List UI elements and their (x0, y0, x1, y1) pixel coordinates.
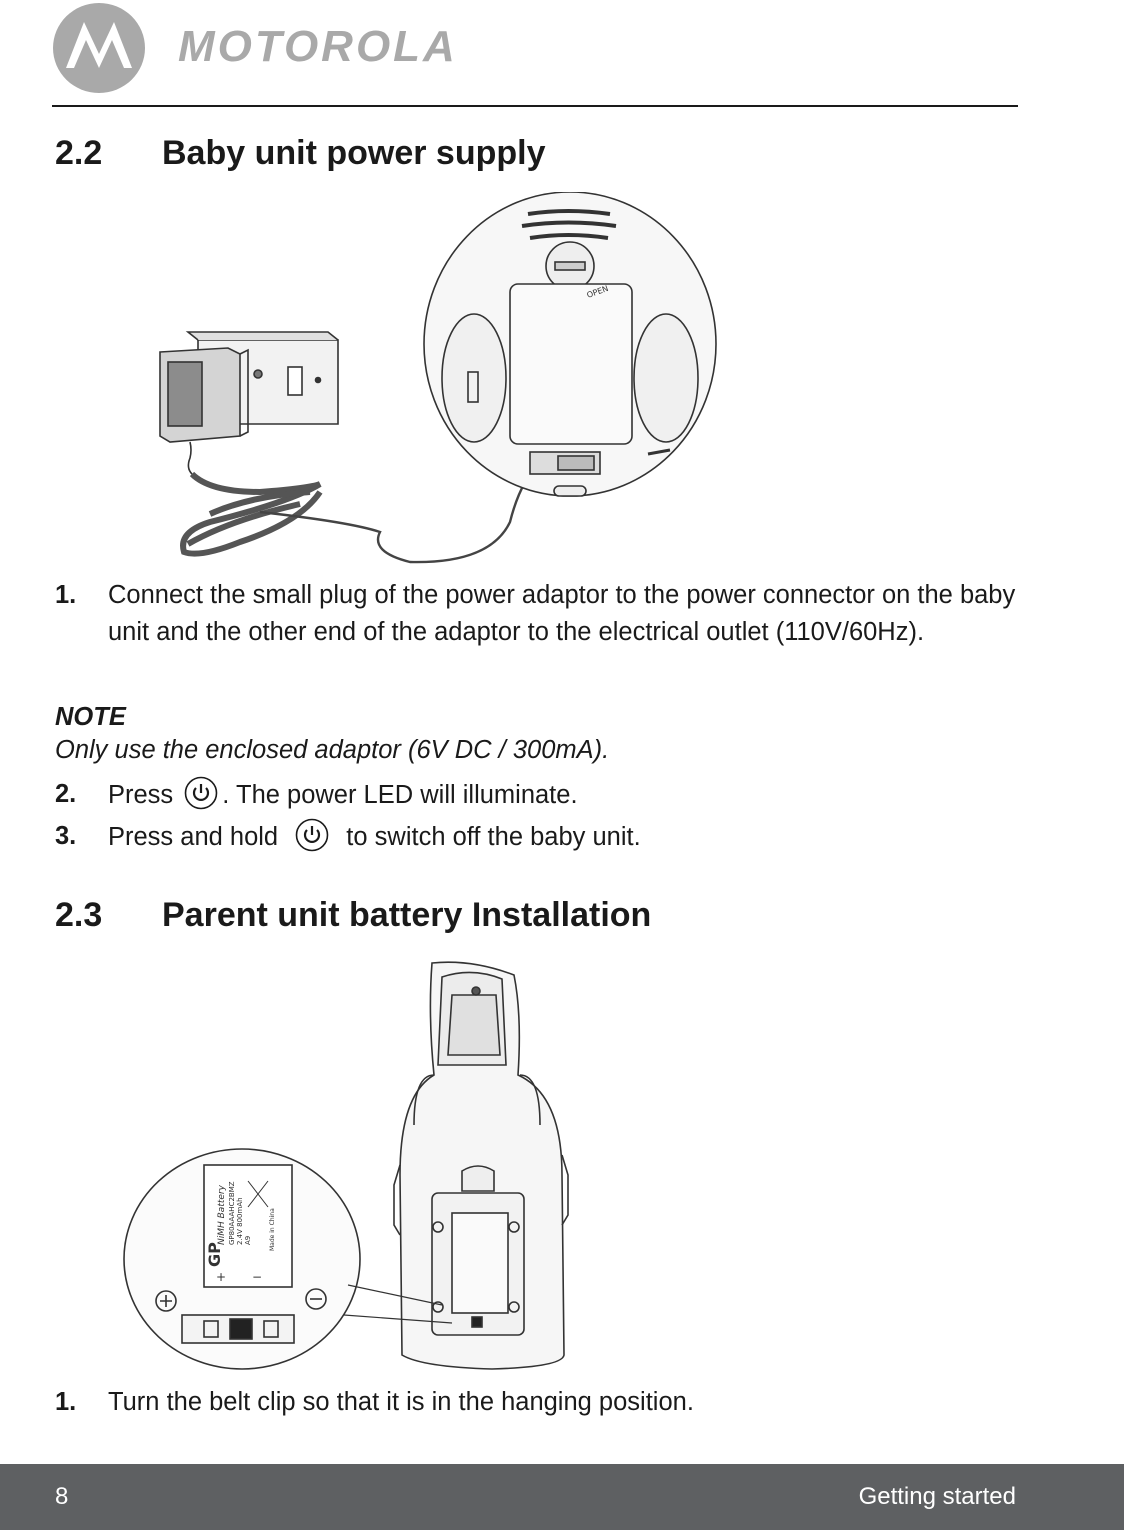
coiled-cable (180, 471, 323, 557)
battery-type: NiMH Battery (217, 1184, 227, 1245)
zoom-inset-icon: GP NiMH Battery GP80AAAHC2BMZ 2.4V 800mA… (123, 1148, 453, 1370)
step-number: 1. (55, 1388, 77, 1416)
section-title: Parent unit battery Installation (162, 896, 652, 934)
step-2-2-3: 3. Press and hold to switch off the baby… (55, 818, 955, 856)
section-heading-2-2: 2.2 Baby unit power supply (55, 133, 545, 173)
parent-unit-battery-figure: GP NiMH Battery GP80AAAHC2BMZ 2.4V 800mA… (123, 961, 569, 1370)
step-text-before: Press (108, 781, 174, 809)
step-2-3-1: 1. Turn the belt clip so that it is in t… (55, 1384, 955, 1421)
page-footer: 8 Getting started (0, 1464, 1124, 1530)
brand-header: MOTOROLA (52, 0, 546, 95)
step-text-after: . The power LED will illuminate. (222, 781, 578, 809)
battery-code: A9 (244, 1236, 252, 1245)
battery-spec: 2.4V 800mAh (236, 1197, 244, 1245)
battery-minus-label: − (252, 1270, 262, 1284)
step-number: 1. (55, 581, 77, 609)
step-number: 2. (55, 780, 77, 808)
section-number: 2.3 (55, 896, 103, 934)
section-title: Baby unit power supply (162, 134, 546, 172)
section-number: 2.2 (55, 134, 103, 172)
power-adapter-icon (159, 347, 249, 475)
section-heading-2-3: 2.3 Parent unit battery Installation (55, 895, 651, 935)
step-text: Connect the small plug of the power adap… (108, 581, 1016, 646)
footer-section-name: Getting started (858, 1483, 1016, 1510)
battery-origin: Made in China (269, 1208, 276, 1251)
note-label: NOTE (55, 703, 126, 731)
step-text: Turn the belt clip so that it is in the … (108, 1388, 694, 1416)
note-text: Only use the enclosed adaptor (6V DC / 3… (55, 736, 610, 764)
power-button-icon (184, 776, 218, 810)
motorola-wordmark: MOTOROLA (178, 22, 458, 71)
step-text-before: Press and hold (108, 823, 279, 851)
step-2-2-2: 2. Press . The power LED will illuminate… (55, 776, 955, 814)
motorola-logo-icon (53, 3, 145, 93)
baby-unit-back-icon: OPEN (423, 192, 717, 497)
battery-plus-label: + (216, 1270, 226, 1284)
step-text-after: to switch off the baby unit. (346, 823, 641, 851)
step-2-2-1: 1. Connect the small plug of the power a… (55, 577, 1025, 651)
parent-unit-back-icon (393, 961, 569, 1370)
header-rule (52, 105, 1018, 107)
power-button-icon (295, 818, 329, 852)
page-number: 8 (55, 1483, 69, 1510)
battery-model: GP80AAAHC2BMZ (228, 1181, 236, 1245)
battery-brand: GP (205, 1242, 224, 1267)
baby-unit-power-figure: OPEN (159, 192, 717, 564)
step-number: 3. (55, 822, 77, 850)
